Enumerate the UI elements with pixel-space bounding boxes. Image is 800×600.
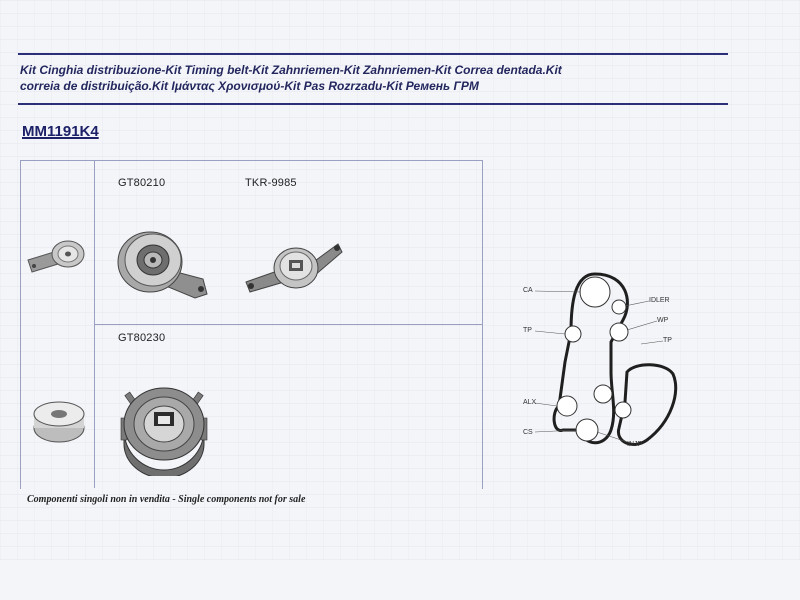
tensioner-pulley-icon bbox=[117, 231, 208, 299]
kit-code: MM1191K4 bbox=[22, 123, 99, 140]
part-code-gt80210: GT80210 bbox=[118, 177, 166, 189]
label-alx: ALX bbox=[523, 399, 537, 406]
kit-title-line-2: correia de distribuição.Kit Ιμάντας Χρον… bbox=[20, 78, 479, 93]
footnote: Componenti singoli non in vendita - Sing… bbox=[27, 494, 306, 505]
bottom-rule bbox=[18, 103, 728, 105]
label-idler: IDLER bbox=[649, 297, 670, 304]
grid-divider-horizontal bbox=[94, 324, 482, 325]
label-ca: CA bbox=[523, 287, 533, 294]
part-code-tkr9985: TKR-9985 bbox=[245, 177, 297, 189]
tensioner-small-icon bbox=[27, 240, 85, 273]
label-wp: WP bbox=[657, 317, 669, 324]
kit-title: Kit Cinghia distribuzione-Kit Timing bel… bbox=[20, 63, 720, 94]
idler-pulley-icon bbox=[120, 387, 208, 476]
label-tp-left: TP bbox=[523, 327, 532, 334]
components-grid bbox=[20, 160, 483, 489]
label-cs: CS bbox=[523, 429, 533, 436]
part-code-gt80230: GT80230 bbox=[118, 332, 166, 344]
belt-routing-diagram: CA IDLER WP TP TP ALX CS INJP bbox=[523, 272, 678, 448]
top-rule bbox=[18, 53, 728, 55]
idler-small-icon bbox=[33, 401, 85, 443]
kit-title-line-1: Kit Cinghia distribuzione-Kit Timing bel… bbox=[20, 63, 562, 77]
label-injp: INJP bbox=[627, 441, 643, 448]
label-tp-right: TP bbox=[663, 337, 672, 344]
tensioner-tkr-icon bbox=[245, 243, 343, 293]
